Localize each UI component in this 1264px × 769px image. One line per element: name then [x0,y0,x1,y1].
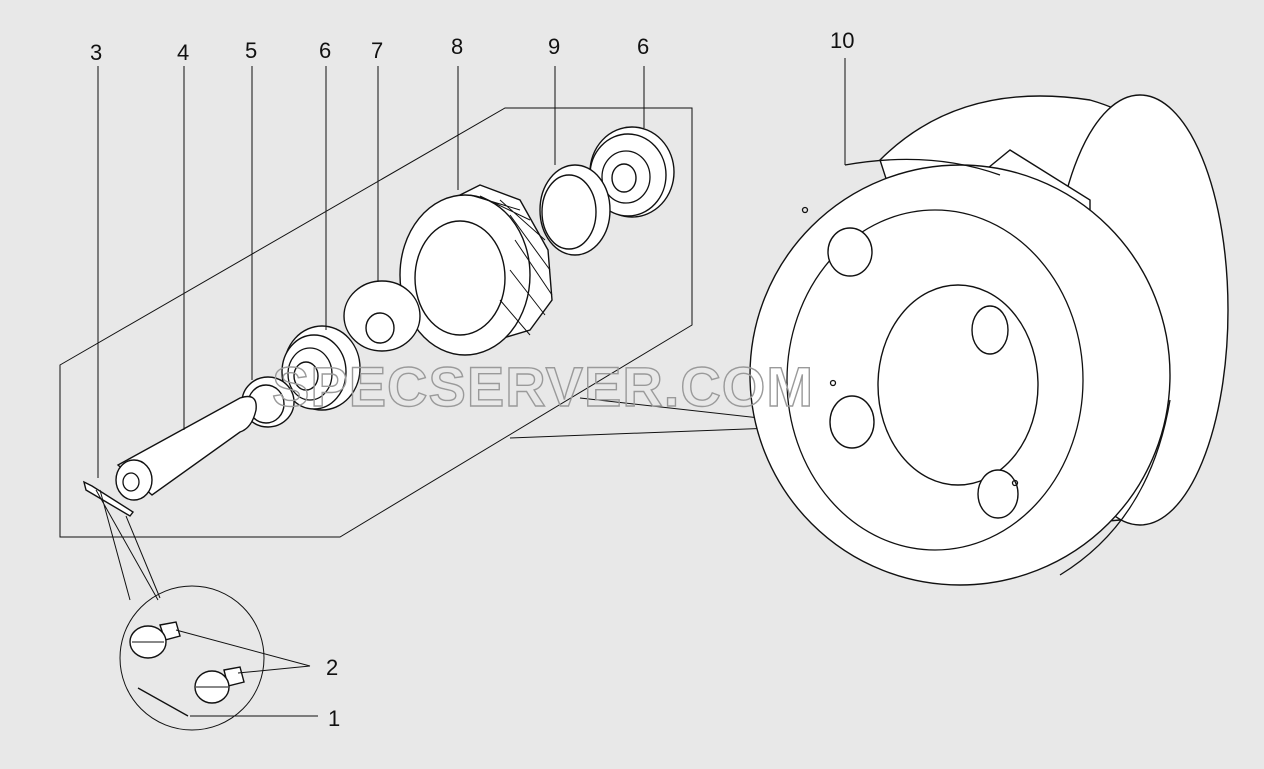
callout-3: 3 [90,40,102,65]
callout-8: 8 [451,34,463,59]
detail-circle [95,489,265,731]
gear-part-8 [399,184,553,356]
callout-6-left: 6 [319,38,331,63]
bolt-part-2-a [129,621,181,659]
ring-part-9 [539,164,611,256]
bearing-part-6-left [281,325,361,411]
assembly-frame [59,107,693,538]
leader-lines [97,58,846,717]
callout-7: 7 [371,38,383,63]
callout-6-right: 6 [637,34,649,59]
washer-part-7 [343,280,421,352]
callout-2: 2 [326,655,338,680]
wire-part-1 [137,687,189,717]
housing-part-10 [749,94,1229,586]
callout-5: 5 [245,38,257,63]
callout-4: 4 [177,40,189,65]
callout-9: 9 [548,34,560,59]
watermark-text: SPECSERVER.COM [272,355,814,418]
callout-10: 10 [830,28,854,53]
bearing-part-6-right [589,126,675,218]
callout-1: 1 [328,706,340,731]
shaft-part-4 [115,395,257,501]
bolt-part-2-b [194,666,245,704]
